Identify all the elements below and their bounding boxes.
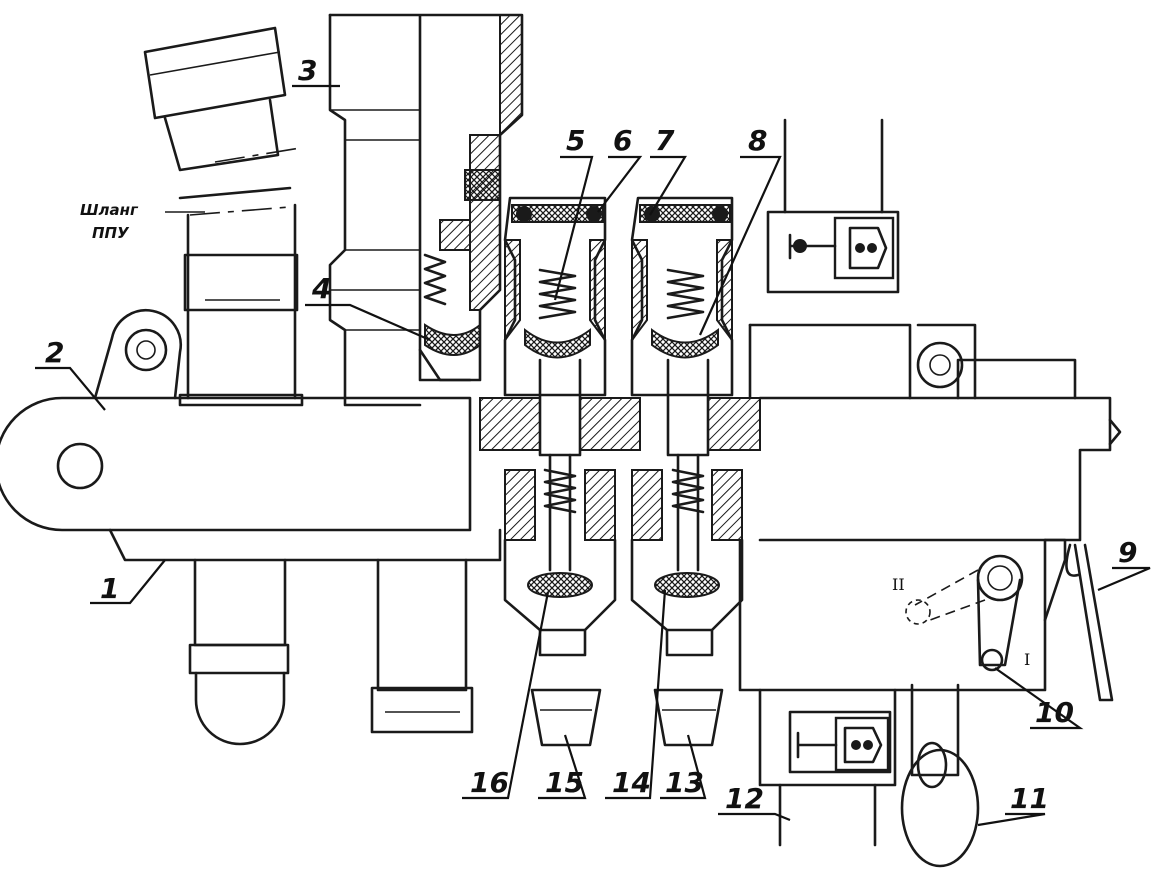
svg-text:6: 6 [613, 124, 632, 157]
svg-text:4: 4 [311, 272, 331, 305]
svg-text:7: 7 [655, 124, 675, 157]
callout-1: 1 [90, 559, 166, 605]
callout-15: 15 [538, 734, 587, 800]
right-block [738, 118, 1122, 868]
hose-label-line2: ППУ [92, 224, 130, 242]
svg-text:14: 14 [612, 766, 651, 799]
svg-text:5: 5 [566, 124, 585, 157]
callout-7: 7 [649, 124, 687, 216]
callout-5: 5 [553, 124, 594, 301]
position-marker-1: I [1024, 650, 1030, 669]
svg-text:16: 16 [470, 766, 509, 799]
callout-11: 11 [977, 782, 1049, 827]
callout-6: 6 [597, 124, 643, 213]
callout-8: 8 [698, 124, 782, 336]
hose-fitting [143, 26, 304, 407]
callout-9: 9 [1097, 536, 1151, 592]
callout-16: 16 [462, 591, 550, 800]
svg-text:3: 3 [298, 54, 317, 87]
callout-10: 10 [994, 667, 1084, 730]
callout-12: 12 [718, 782, 791, 822]
valve-body-3 [328, 13, 524, 407]
lever-beam [0, 308, 472, 532]
valve-cartridge-right [630, 196, 761, 747]
valve-cartridge-left [479, 196, 641, 747]
callout-2: 2 [35, 336, 106, 411]
callout-4: 4 [305, 272, 431, 342]
lower-housing [108, 528, 502, 746]
svg-text:8: 8 [748, 124, 767, 157]
callout-3: 3 [292, 54, 340, 88]
callout-14: 14 [605, 589, 667, 800]
svg-text:2: 2 [45, 336, 64, 369]
hose-label-line1: Шланг [80, 201, 139, 219]
callout-13: 13 [660, 734, 707, 800]
svg-text:1: 1 [100, 572, 119, 605]
svg-text:15: 15 [545, 766, 584, 799]
position-marker-2: II [892, 575, 905, 594]
svg-text:12: 12 [725, 782, 764, 815]
svg-text:9: 9 [1118, 536, 1137, 569]
svg-text:11: 11 [1010, 782, 1049, 815]
